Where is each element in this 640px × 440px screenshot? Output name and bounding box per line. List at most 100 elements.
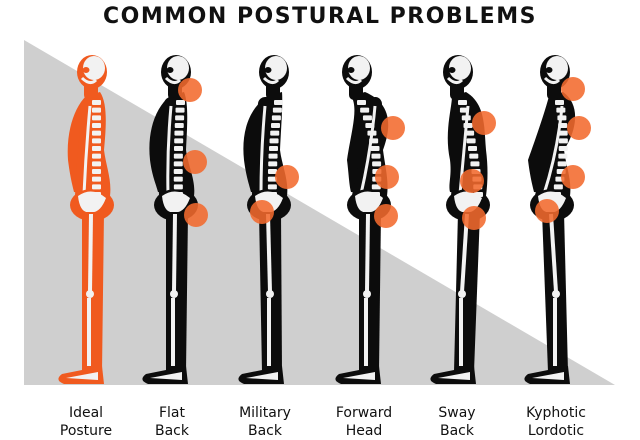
vertebra xyxy=(173,153,183,159)
knee-cap xyxy=(86,290,94,298)
femur-bone xyxy=(365,213,370,293)
femur-bone xyxy=(172,213,177,293)
vertebra xyxy=(174,130,184,136)
problem-area-highlight xyxy=(374,204,398,228)
vertebra xyxy=(92,115,101,121)
vertebra xyxy=(174,192,183,197)
vertebra xyxy=(174,138,184,144)
problem-area-highlight xyxy=(381,116,405,140)
vertebra xyxy=(92,153,101,159)
femur-bone xyxy=(88,213,93,293)
vertebra xyxy=(556,107,566,113)
problem-area-highlight xyxy=(561,77,585,101)
vertebra xyxy=(466,138,476,144)
figure-military-back xyxy=(238,55,299,384)
vertebra xyxy=(268,153,278,159)
humerus-bone xyxy=(259,105,267,195)
jaw-bone xyxy=(543,76,561,85)
jaw-bone xyxy=(446,76,464,85)
caption-line-2: Lordotic xyxy=(527,423,585,439)
caption-line-1: Flat xyxy=(158,405,185,421)
vertebra xyxy=(362,115,372,121)
jaw-bone xyxy=(80,76,98,85)
vertebra xyxy=(274,100,283,105)
vertebra xyxy=(553,184,563,190)
humerus-bone xyxy=(542,105,564,195)
gray-ramp-background xyxy=(24,40,615,385)
vertebra xyxy=(173,161,183,167)
vertebra xyxy=(92,146,101,151)
vertebra xyxy=(271,123,280,128)
problem-area-highlight xyxy=(178,78,202,102)
jaw-bone xyxy=(262,76,280,85)
vertebra xyxy=(558,146,568,151)
vertebra xyxy=(92,100,101,105)
figure-sway-back xyxy=(430,55,496,384)
caption-ideal-posture: Ideal Posture xyxy=(36,404,136,440)
caption-sway-back: Sway Back xyxy=(407,404,507,440)
figure-flat-back xyxy=(142,55,208,384)
vertebra xyxy=(558,130,568,136)
vertebra xyxy=(468,146,477,151)
caption-line-2: Back xyxy=(155,423,189,439)
caption-line-1: Kyphotic xyxy=(526,405,586,421)
vertebra xyxy=(92,130,101,136)
foot-bones xyxy=(66,372,98,380)
vertebra xyxy=(474,192,483,197)
problem-area-highlight xyxy=(183,150,207,174)
vertebra xyxy=(92,192,101,197)
humerus-bone xyxy=(359,105,377,195)
problem-area-highlight xyxy=(250,200,274,224)
vertebra xyxy=(268,192,277,197)
vertebra xyxy=(269,146,278,151)
vertebra xyxy=(371,153,381,159)
femur-bone xyxy=(549,213,558,293)
vertebra xyxy=(369,138,379,144)
skull-icon xyxy=(348,56,370,80)
knee-cap xyxy=(170,290,178,298)
vertebra xyxy=(469,153,479,159)
skull-icon xyxy=(265,56,287,80)
eye-socket xyxy=(448,67,456,73)
caption-military-back: Military Back xyxy=(215,404,315,440)
vertebra xyxy=(92,184,101,190)
vertebra xyxy=(92,138,101,144)
caption-line-1: Ideal xyxy=(68,405,104,421)
problem-area-highlight xyxy=(567,116,591,140)
eye-socket xyxy=(82,67,90,73)
knee-cap xyxy=(363,290,371,298)
vertebra xyxy=(461,115,471,121)
vertebra xyxy=(269,138,279,144)
vertebra xyxy=(268,161,278,167)
skull-icon xyxy=(546,56,568,80)
vertebra xyxy=(173,176,183,182)
vertebra xyxy=(174,146,183,151)
vertebra xyxy=(463,123,473,128)
vertebra xyxy=(272,107,282,113)
caption-forward-head: Forward Head xyxy=(314,404,414,440)
vertebra xyxy=(555,100,564,105)
vertebra xyxy=(557,115,567,121)
pelvis-bone xyxy=(162,191,190,213)
vertebra xyxy=(92,161,101,167)
vertebra xyxy=(371,192,380,197)
problem-area-highlight xyxy=(460,169,484,193)
vertebra xyxy=(458,100,467,105)
vertebra xyxy=(268,169,277,174)
problem-area-highlight xyxy=(472,111,496,135)
skull-icon xyxy=(449,56,471,80)
foot-bones xyxy=(246,372,278,380)
vertebra xyxy=(557,161,567,167)
caption-line-1: Sway xyxy=(438,405,476,421)
problem-area-highlight xyxy=(184,203,208,227)
problem-area-highlight xyxy=(275,165,299,189)
eye-socket xyxy=(347,67,355,73)
problem-area-highlight xyxy=(375,165,399,189)
vertebra xyxy=(365,123,375,128)
vertebra xyxy=(558,153,568,159)
vertebra xyxy=(92,123,101,128)
vertebra xyxy=(92,176,101,182)
caption-line-2: Back xyxy=(248,423,282,439)
figures-layer xyxy=(58,55,591,384)
vertebra xyxy=(470,161,480,167)
